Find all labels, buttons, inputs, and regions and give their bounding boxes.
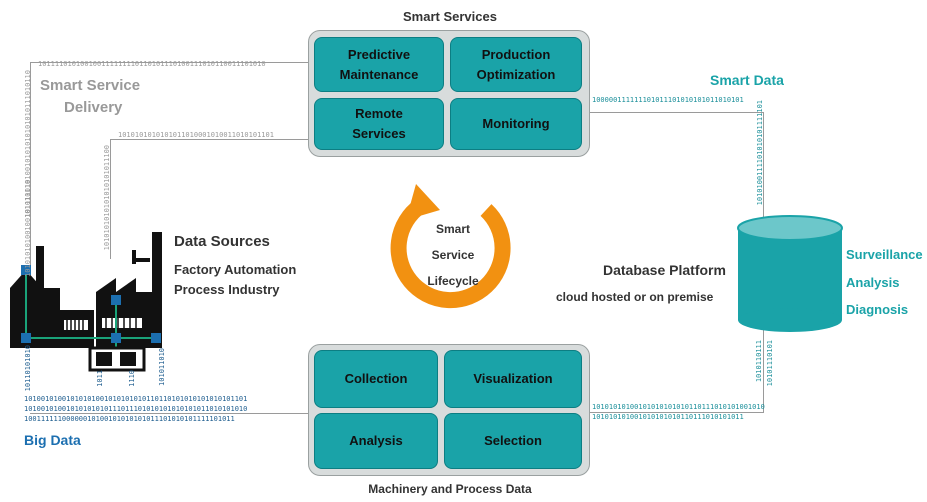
smart-service-delivery-2: Delivery: [64, 99, 123, 116]
data-sources-line2: Process Industry: [174, 282, 280, 297]
binary-smart-data-row: 100000111111101011101010101011010101: [592, 96, 744, 104]
connector-db-right: [588, 412, 764, 413]
binary-vertical-1: 10110101010: [24, 345, 32, 392]
connector-top-left-vertical: [30, 62, 31, 272]
binary-right-1: 1010101010010101010101011011101010100101…: [592, 403, 765, 411]
lifecycle-label-2: Service: [431, 248, 475, 262]
smart-services-title: Smart Services: [403, 9, 497, 24]
lifecycle-label-1: Smart: [435, 222, 470, 236]
connector-big-data: [30, 413, 310, 414]
binary-big-data-3: 1001111110000001010010101010101110101010…: [24, 415, 235, 423]
binary-mid-left-vertical: 1010101010101010101011100: [103, 145, 111, 251]
connector-smart-data: [588, 112, 763, 113]
data-sources-title: Data Sources: [174, 233, 270, 250]
binary-vertical-2: 1011: [96, 370, 104, 387]
tile-remote-services[interactable]: Remote Services: [314, 98, 444, 150]
tile-production-optimization[interactable]: Production Optimization: [450, 37, 582, 92]
connector-top-left: [30, 62, 310, 63]
binary-big-data-2: 1010010100101010101011101110101010101010…: [24, 405, 248, 413]
tile-collection[interactable]: Collection: [314, 350, 438, 408]
db-label-analysis: Analysis: [846, 275, 900, 290]
connector-mid-left: [110, 139, 310, 140]
database-platform-subtitle: cloud hosted or on premise: [556, 290, 714, 304]
lifecycle-arrow-icon: [390, 184, 511, 309]
lifecycle-label-3: Lifecycle: [427, 274, 479, 288]
db-label-surveillance: Surveillance: [846, 247, 923, 262]
binary-db-vertical-2: 10101110101: [766, 340, 774, 387]
binary-top-left: 1011110101001001111111101101011101001110…: [38, 60, 266, 68]
tile-monitoring[interactable]: Monitoring: [450, 98, 582, 150]
connector-smart-data-vertical: [763, 112, 764, 224]
tile-visualization[interactable]: Visualization: [444, 350, 582, 408]
binary-vertical-3: 1110: [128, 370, 136, 387]
data-sources-line1: Factory Automation: [174, 262, 297, 277]
tile-analysis[interactable]: Analysis: [314, 413, 438, 469]
machinery-title: Machinery and Process Data: [368, 482, 532, 496]
binary-big-data-1: 1010010100101010100101010101011011010101…: [24, 395, 248, 403]
connector-db-bottom: [763, 330, 764, 412]
binary-vertical-4: 101011010: [158, 348, 166, 386]
binary-smart-data-vertical: 1010100111101010101111101: [756, 100, 764, 206]
binary-right-2: 101010101001010101010110111010101011: [592, 413, 744, 421]
factory-icon: [10, 232, 162, 372]
connector-mid-left-vertical: [110, 139, 111, 259]
binary-db-vertical-1: 1010110111: [755, 340, 763, 383]
smart-service-delivery-1: Smart Service: [40, 77, 141, 94]
tile-predictive-maintenance[interactable]: Predictive Maintenance: [314, 37, 444, 92]
big-data-label: Big Data: [24, 432, 81, 448]
db-label-diagnosis: Diagnosis: [846, 302, 909, 317]
database-icon: [737, 215, 843, 332]
binary-factory-vertical: 10101010100100101010110: [24, 180, 32, 277]
database-platform-title: Database Platform: [603, 262, 726, 278]
smart-data-label: Smart Data: [710, 72, 784, 88]
binary-mid-left: 1010101010101011010001010011010101101: [118, 131, 274, 139]
tile-selection[interactable]: Selection: [444, 413, 582, 469]
